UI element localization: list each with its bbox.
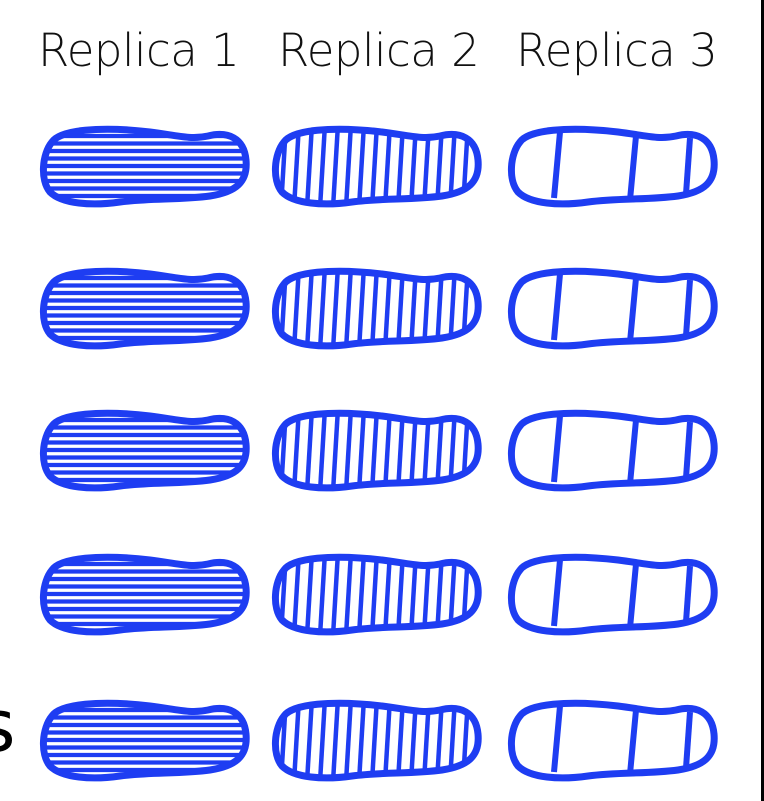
replica-1-shape-row-5 (38, 703, 250, 778)
fill-pattern (554, 560, 690, 628)
stripe-line (372, 698, 377, 782)
fill-pattern (38, 420, 250, 480)
replica-3-shape-row-2 (511, 271, 714, 346)
stripe-line (307, 698, 312, 782)
stripe-line (346, 124, 351, 208)
divider-line (630, 564, 636, 628)
stripe-line (333, 124, 338, 208)
stripe-line (359, 266, 364, 350)
stripe-line (385, 552, 390, 636)
replica-1-shape-row-2 (38, 271, 250, 346)
replica-1-shape-row-1 (38, 129, 250, 204)
shape-outline (511, 703, 714, 778)
shape-outline (511, 413, 714, 488)
fill-pattern (554, 706, 690, 774)
divider-line (554, 560, 560, 626)
stripe-line (333, 552, 338, 636)
divider-line (630, 710, 636, 774)
divider-line (554, 132, 560, 198)
stripe-line (359, 124, 364, 208)
replica-2-shape-row-5 (275, 698, 478, 782)
stripe-line (307, 408, 312, 492)
stripe-line (346, 552, 351, 636)
stripe-line (372, 552, 377, 636)
stripe-line (385, 124, 390, 208)
stripe-line (307, 552, 312, 636)
shape-outline (511, 271, 714, 346)
stripe-line (359, 698, 364, 782)
stripe-line (372, 124, 377, 208)
divider-line (686, 138, 690, 194)
stripe-line (346, 266, 351, 350)
fill-pattern (554, 416, 690, 484)
stripe-line (385, 698, 390, 782)
stripe-line (333, 408, 338, 492)
divider-line (630, 420, 636, 484)
replica-3-shape-row-4 (511, 557, 714, 632)
replica-2-shape-row-1 (275, 124, 478, 208)
replica-2-shape-row-3 (275, 408, 478, 492)
stripe-line (320, 266, 325, 350)
replica-2-shape-row-4 (275, 552, 478, 636)
stripe-line (372, 408, 377, 492)
divider-line (686, 566, 690, 622)
stripe-line (320, 408, 325, 492)
divider-line (686, 712, 690, 768)
fill-pattern (38, 278, 250, 338)
divider-line (554, 416, 560, 482)
fill-pattern (38, 564, 250, 624)
replica-1-shape-row-4 (38, 557, 250, 632)
divider-line (630, 278, 636, 342)
stripe-line (346, 698, 351, 782)
fill-pattern (554, 274, 690, 342)
stripe-line (359, 552, 364, 636)
divider-line (686, 280, 690, 336)
replica-1-shape-row-3 (38, 413, 250, 488)
replica-3-shape-row-1 (511, 129, 714, 204)
replica-3-shape-row-3 (511, 413, 714, 488)
stripe-line (372, 266, 377, 350)
divider-line (554, 274, 560, 340)
stripe-line (333, 698, 338, 782)
stripe-line (385, 266, 390, 350)
stripe-line (307, 266, 312, 350)
stripe-line (320, 124, 325, 208)
fill-pattern (554, 132, 690, 200)
replica-3-shape-row-5 (511, 703, 714, 778)
shape-outline (511, 129, 714, 204)
fill-pattern (38, 136, 250, 196)
stripe-line (359, 408, 364, 492)
divider-line (686, 422, 690, 478)
stripe-line (333, 266, 338, 350)
stripe-line (320, 552, 325, 636)
fill-pattern (38, 710, 250, 770)
stripe-line (320, 698, 325, 782)
divider-line (554, 706, 560, 772)
replica-2-shape-row-2 (275, 266, 478, 350)
stripe-line (346, 408, 351, 492)
divider-line (630, 136, 636, 200)
shape-outline (511, 557, 714, 632)
stripe-line (385, 408, 390, 492)
stripe-line (307, 124, 312, 208)
